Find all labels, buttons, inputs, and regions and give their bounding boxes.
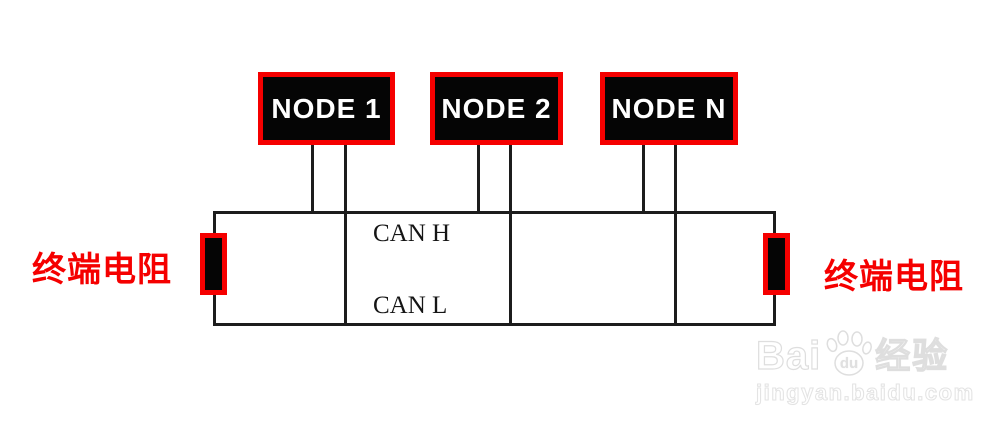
watermark-brand-cn: 经验 [875, 336, 950, 376]
node1-canh-wire [311, 144, 314, 213]
node-box-2: NODE 2 [430, 72, 563, 145]
noden-canh-wire [642, 144, 645, 213]
paw-icon: du [826, 330, 873, 376]
can-bus-frame [213, 211, 776, 326]
node-1-label: NODE 1 [271, 92, 382, 124]
baidu-jingyan-watermark: Bai du 经验 jingyan.baidu.com [755, 330, 992, 406]
node-n-label: NODE N [611, 92, 727, 124]
termination-label-left: 终端电阻 [32, 251, 172, 289]
node2-canl-wire [509, 144, 512, 326]
node2-canh-wire [477, 144, 480, 213]
watermark-brand-text: Bai [755, 334, 822, 378]
node-box-1: NODE 1 [258, 72, 395, 145]
watermark-brand-text-2: du [840, 355, 858, 372]
watermark-logo-row: Bai du 经验 [755, 330, 992, 378]
termination-resistor-left [200, 233, 227, 295]
watermark-url: jingyan.baidu.com [756, 380, 975, 406]
node-2-label: NODE 2 [441, 92, 552, 124]
node-box-n: NODE N [600, 72, 738, 145]
termination-label-right: 终端电阻 [824, 258, 964, 296]
termination-resistor-right [763, 233, 790, 295]
can-low-line-label: CAN L [373, 292, 448, 319]
noden-canl-wire [674, 144, 677, 326]
can-high-line-label: CAN H [373, 220, 451, 247]
node1-canl-wire [344, 144, 347, 326]
